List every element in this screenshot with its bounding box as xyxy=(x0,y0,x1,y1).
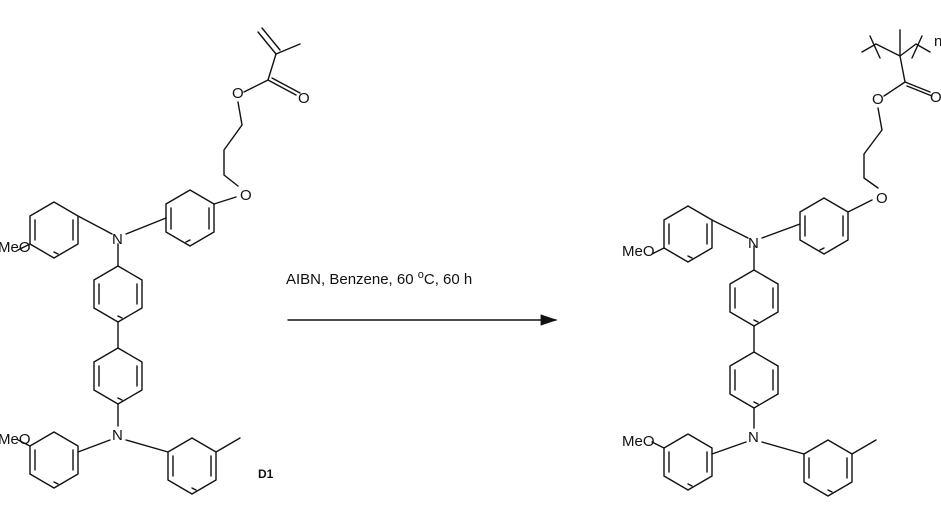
propyl-linker: O xyxy=(213,101,252,205)
methoxy-label-lower-product: MeO xyxy=(622,433,655,450)
tolyl-ring xyxy=(167,437,241,495)
methoxy-label: MeO xyxy=(0,239,31,256)
methoxyphenyl-ring-lower-product: MeO xyxy=(622,433,713,491)
compound-label: D1 xyxy=(258,467,274,481)
ester-oxygen-product: O xyxy=(872,91,884,108)
product-structure: n O O O MeO N xyxy=(622,29,941,497)
reaction-arrow-group: AIBN, Benzene, 60 oC, 60 h xyxy=(286,269,558,326)
methoxyphenyl-ring-upper-product: MeO xyxy=(622,205,713,263)
reactant-structure: O O O MeO N xyxy=(0,27,310,495)
ether-oxygen-product: O xyxy=(876,190,888,207)
repeat-index: n xyxy=(934,33,941,50)
methoxy-label-lower: MeO xyxy=(0,431,31,448)
biphenyl-core xyxy=(93,265,143,427)
amine-nitrogen-lower-product: N xyxy=(748,429,759,446)
ester-oxygen: O xyxy=(232,85,244,102)
methoxy-label-product: MeO xyxy=(622,243,655,260)
amine-nitrogen-upper: N xyxy=(112,231,123,248)
methoxyphenyl-ring-upper: MeO xyxy=(0,201,79,259)
biphenyl-core-product xyxy=(729,269,779,429)
methacrylate-group: O O xyxy=(232,27,310,107)
amine-nitrogen-upper-product: N xyxy=(748,235,759,252)
carbonyl-oxygen-product: O xyxy=(930,89,941,106)
phenoxy-ring xyxy=(165,189,215,247)
reaction-conditions: AIBN, Benzene, 60 oC, 60 h xyxy=(286,269,472,288)
phenoxy-ring-product xyxy=(799,197,849,255)
amine-nitrogen-lower: N xyxy=(112,427,123,444)
ether-oxygen: O xyxy=(240,187,252,204)
tolyl-ring-product xyxy=(803,439,877,497)
polymer-backbone: n O O xyxy=(861,29,941,108)
carbonyl-oxygen: O xyxy=(298,90,310,107)
methoxyphenyl-ring-lower: MeO xyxy=(0,431,79,489)
